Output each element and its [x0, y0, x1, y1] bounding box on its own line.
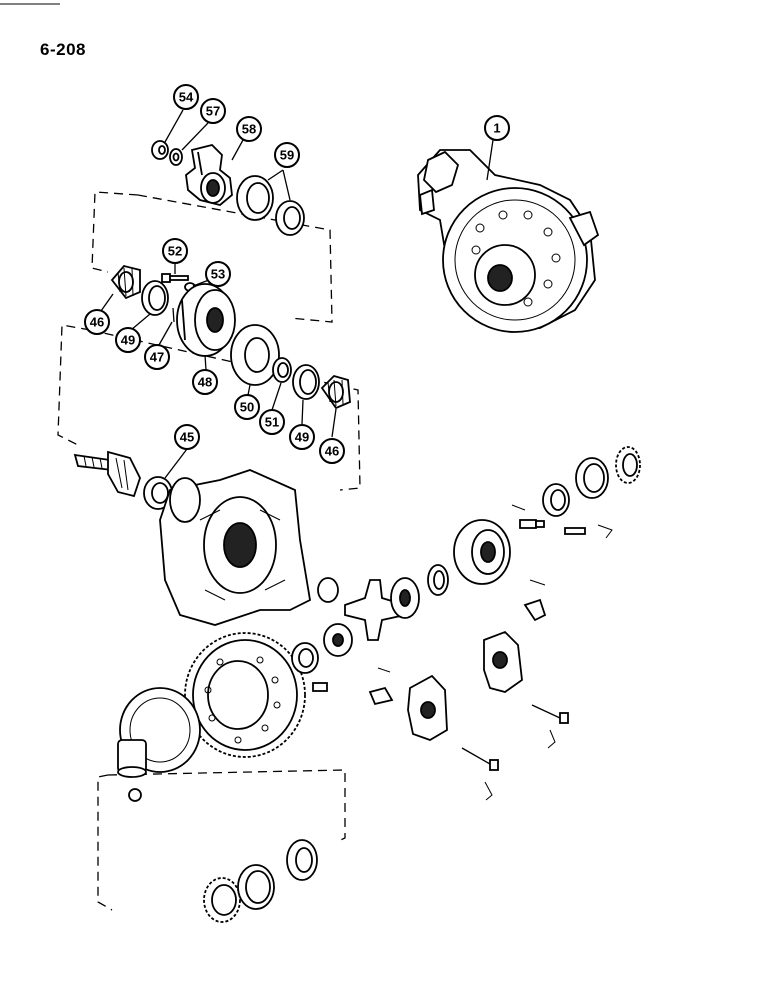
- seal-59-outer: [236, 175, 274, 221]
- carrier-housing: [159, 469, 311, 626]
- svg-text:47: 47: [150, 350, 164, 365]
- differential-assembly-1: [417, 149, 600, 333]
- callout-53: 53: [205, 261, 231, 287]
- svg-text:1: 1: [493, 121, 500, 136]
- case-nut: [128, 788, 142, 802]
- callout-59: 59: [274, 142, 300, 168]
- bearing-cup-lower-set: [237, 864, 275, 910]
- callout-46-lower: 46: [319, 438, 345, 464]
- svg-text:49: 49: [121, 333, 135, 348]
- page-number: 6-208: [40, 40, 86, 59]
- svg-text:46: 46: [90, 315, 104, 330]
- adjuster-right: [615, 446, 641, 484]
- callout-49-lower: 49: [289, 424, 315, 450]
- washer-57: [169, 148, 183, 166]
- bearing-cup-49-upper: [141, 280, 169, 316]
- bearing-cup-49-lower: [292, 364, 320, 400]
- thrust-washer-left: [291, 642, 319, 674]
- side-gear: [390, 577, 420, 619]
- bearing-cone-lower-set: [286, 839, 318, 881]
- cap-bolt-left: [461, 747, 499, 801]
- nut-54: [151, 140, 169, 160]
- differential-case: [117, 687, 201, 778]
- ring-gear: [184, 632, 306, 758]
- bearing-cap-right: [483, 630, 523, 693]
- callout-58: 58: [236, 116, 262, 142]
- callout-1: 1: [484, 115, 510, 141]
- svg-text:46: 46: [325, 444, 339, 459]
- bolt-right: [519, 519, 545, 529]
- svg-text:48: 48: [198, 375, 212, 390]
- pinion-gear-upper: [317, 577, 339, 603]
- callout-48: 48: [192, 369, 218, 395]
- callout-51: 51: [259, 409, 285, 435]
- thrust-washer-right: [427, 564, 449, 596]
- svg-text:52: 52: [168, 244, 182, 259]
- callout-47: 47: [144, 344, 170, 370]
- lock-clip-center: [368, 686, 394, 706]
- callout-49-upper: 49: [115, 327, 141, 353]
- svg-text:45: 45: [180, 430, 194, 445]
- bearing-cone-46-upper: [110, 264, 141, 300]
- bolt-52: [161, 273, 189, 283]
- svg-text:51: 51: [265, 415, 279, 430]
- lock-clip-right: [523, 598, 547, 622]
- cap-bolt-right: [531, 704, 569, 749]
- callout-52: 52: [162, 238, 188, 264]
- svg-text:59: 59: [280, 148, 294, 163]
- svg-text:50: 50: [240, 400, 254, 415]
- bearing-adjuster: [203, 877, 241, 923]
- svg-text:53: 53: [211, 267, 225, 282]
- callout-45: 45: [174, 424, 200, 450]
- callout-54: 54: [173, 84, 199, 110]
- bearing-cone-right: [542, 483, 570, 517]
- bolt-center: [312, 682, 328, 692]
- svg-text:57: 57: [206, 104, 220, 119]
- svg-text:58: 58: [242, 122, 256, 137]
- washer-51: [272, 357, 292, 383]
- shim-50: [230, 324, 280, 386]
- cotter-pins: [377, 504, 546, 673]
- pinion-gear-lower: [323, 623, 353, 657]
- bearing-45: [143, 476, 173, 510]
- leader-lines: [100, 109, 494, 479]
- pin-47: [172, 307, 175, 323]
- callout-46-upper: 46: [84, 309, 110, 335]
- svg-text:54: 54: [179, 90, 194, 105]
- differential-case-right: [453, 519, 511, 585]
- lock-bolt-right: [564, 524, 613, 539]
- bearing-cup-right: [575, 457, 609, 499]
- assembly-brackets: [57, 191, 361, 911]
- svg-text:49: 49: [295, 430, 309, 445]
- callout-57: 57: [200, 98, 226, 124]
- cage-48: [176, 283, 236, 357]
- callout-50: 50: [234, 394, 260, 420]
- yoke-58: [185, 144, 233, 206]
- pinion-shaft: [73, 450, 141, 498]
- bearing-cap-left: [407, 674, 448, 741]
- bearing-cone-46-lower: [320, 374, 351, 410]
- seal-59-inner: [275, 200, 305, 236]
